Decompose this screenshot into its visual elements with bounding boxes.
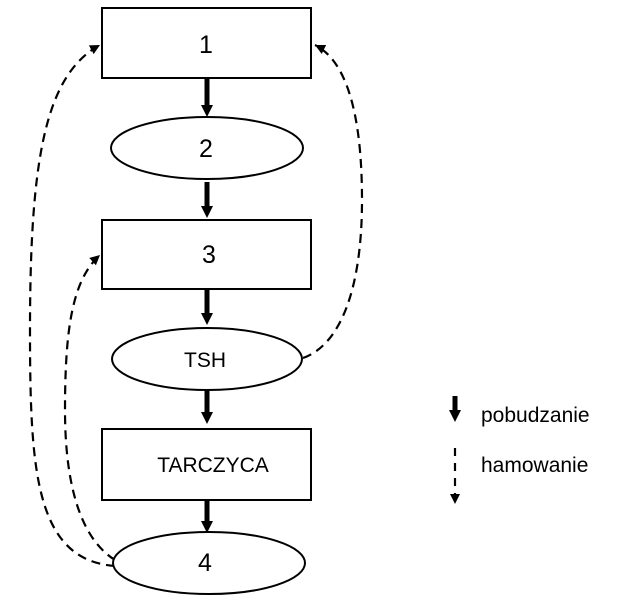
node-4-ellipse [112,531,306,595]
node-3-box [101,219,312,290]
legend-inhibition-label: hamowanie [481,454,588,477]
node-tsh: TSH [111,327,303,391]
node-1: 1 [101,7,312,79]
legend-stimulation-label: pobudzanie [481,404,590,427]
node-1-box [101,7,312,79]
node-tsh-ellipse [111,327,303,391]
node-1-label: 1 [199,31,213,59]
legend: pobudzanie hamowanie [449,396,590,504]
node-4: 4 [112,531,306,595]
node-tarczyca-box [101,428,312,501]
node-4-label: 4 [198,549,212,577]
node-3: 3 [101,219,312,290]
inhibition-arrow-tsh-to-1 [302,44,364,360]
node-2-label: 2 [199,135,213,163]
inhibition-arrow-4-to-1 [28,44,116,568]
node-tarczyca: TARCZYCA [101,428,312,501]
node-2: 2 [110,116,304,180]
node-tarczyca-label: TARCZYCA [157,454,269,477]
node-3-label: 3 [202,241,216,269]
inhibition-arrow-4-to-3 [63,254,116,561]
node-2-ellipse [110,116,304,180]
node-tsh-label: TSH [184,349,226,372]
